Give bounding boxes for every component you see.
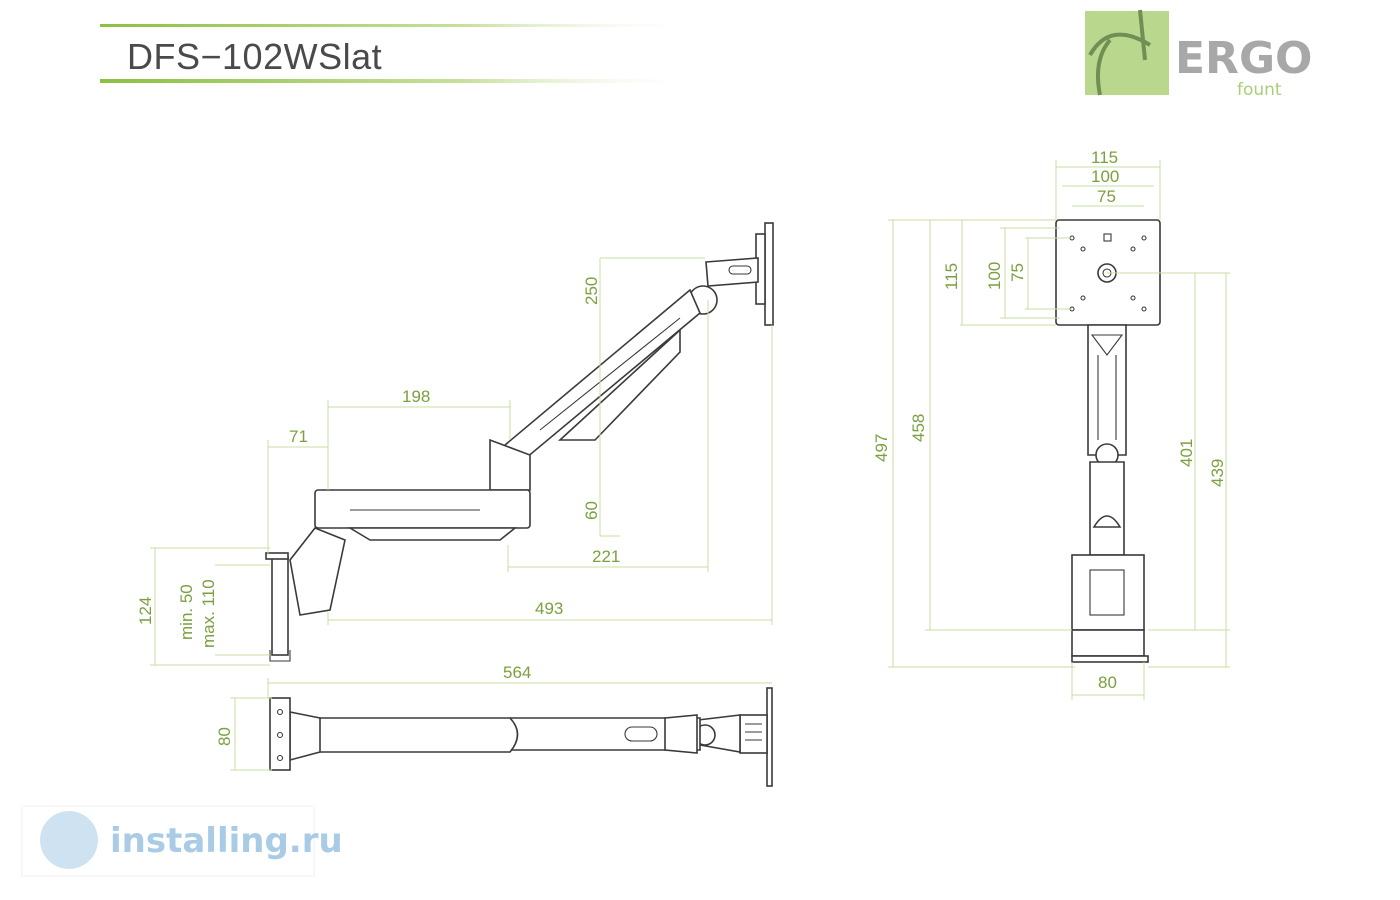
watermark-logo-icon: [40, 811, 98, 869]
dim-front-w100: 100: [1091, 167, 1119, 186]
dim-221: 221: [592, 547, 620, 566]
logo-brand-text: ERGO: [1175, 33, 1312, 84]
dim-front-h401: 401: [1177, 439, 1196, 467]
header-rule-bottom: [100, 79, 705, 83]
dim-60: 60: [582, 501, 601, 520]
dim-min50: min. 50: [177, 584, 196, 640]
dim-front-h439: 439: [1208, 459, 1227, 487]
dim-front-h497: 497: [872, 434, 891, 462]
front-forearm: [1089, 461, 1125, 556]
logo-sub-text: fount: [1237, 80, 1282, 100]
side-shoulder: [289, 527, 346, 616]
side-view-dimensions: 250 198 71 60 221 493 124 min. 50 max. 1…: [136, 257, 773, 666]
side-upper-joint: [705, 257, 759, 287]
dim-front-w80: 80: [1098, 673, 1117, 692]
ergofount-logo: ERGO fount: [1085, 9, 1312, 100]
top-view-dimensions: 564 80: [215, 663, 772, 771]
side-wall-plate: [764, 222, 774, 326]
front-clamp-block: [1071, 554, 1145, 631]
dim-front-w115: 115: [1091, 148, 1118, 167]
dim-max110: max. 110: [199, 579, 218, 648]
side-slat-clamp: [271, 556, 289, 656]
dim-198: 198: [402, 387, 430, 406]
dim-80-top: 80: [215, 727, 234, 746]
header-rule-top: [100, 24, 705, 27]
dim-front-h100: 100: [985, 262, 1004, 290]
page-title: DFS−102WSlat: [127, 36, 383, 77]
dim-124: 124: [136, 597, 155, 625]
side-elbow: [489, 438, 531, 491]
side-view: [265, 222, 774, 662]
front-upper-arm: [1087, 324, 1127, 456]
top-view: [269, 687, 773, 787]
top-forearm: [314, 717, 519, 753]
dim-front-h75: 75: [1008, 263, 1027, 282]
dim-493: 493: [535, 599, 563, 618]
top-wall-bracket: [739, 714, 768, 754]
watermark: installing.ru: [21, 805, 343, 877]
dim-250: 250: [582, 277, 601, 305]
dim-564: 564: [503, 663, 531, 682]
dim-71: 71: [289, 427, 308, 446]
front-slat-rail: [1071, 629, 1145, 657]
front-view: [1055, 219, 1161, 663]
top-shoulder: [289, 711, 321, 762]
dim-front-h115: 115: [942, 263, 961, 290]
dim-front-w75: 75: [1097, 187, 1116, 206]
top-slat-clamp: [269, 697, 291, 771]
dim-front-h458: 458: [909, 414, 928, 442]
side-forearm: [314, 489, 531, 529]
front-view-dimensions: 115 100 75 115 100 75 497 458 401 439: [872, 148, 1230, 700]
watermark-text: installing.ru: [110, 821, 343, 861]
